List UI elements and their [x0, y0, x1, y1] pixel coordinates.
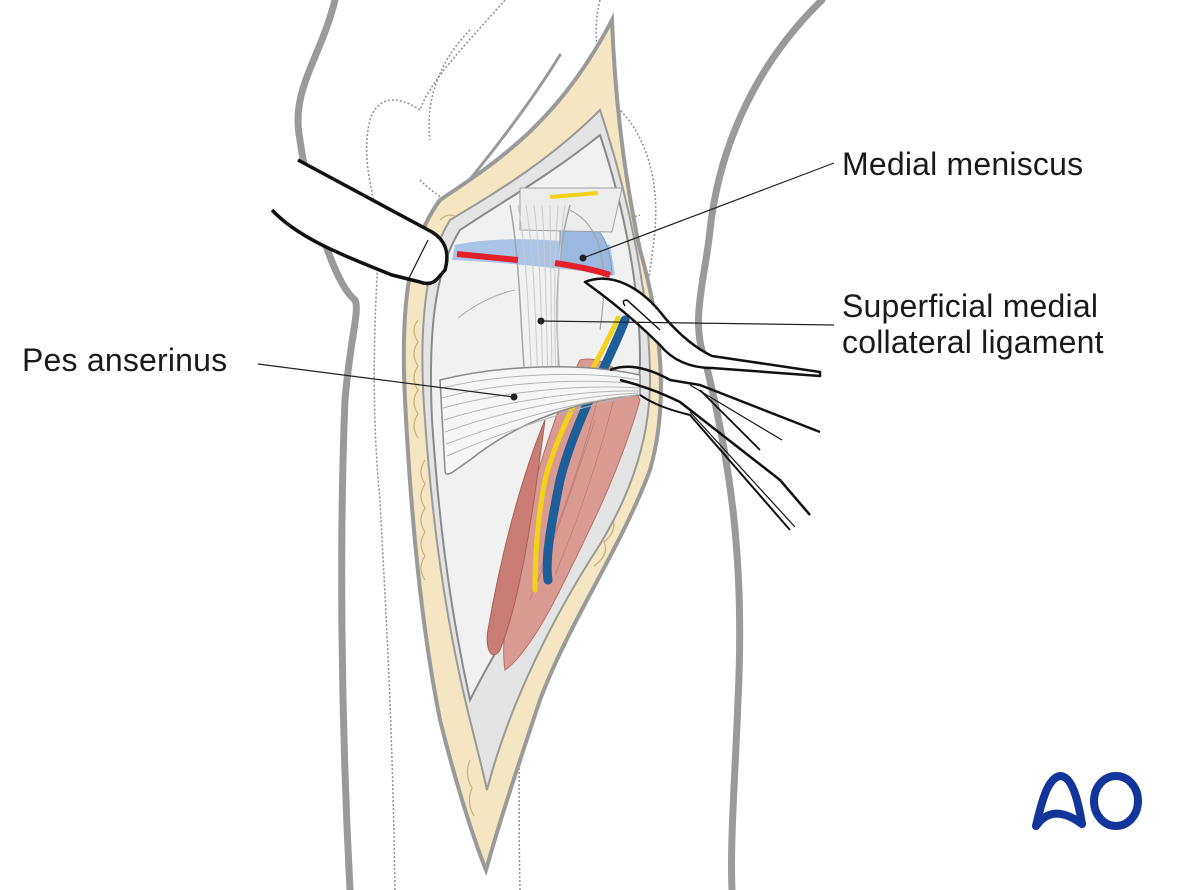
retractor-instrument — [270, 158, 449, 286]
label-smcl-line1: Superficial medial — [842, 288, 1099, 324]
leader-lines — [257, 162, 835, 401]
label-smcl-line2: collateral ligament — [842, 324, 1104, 360]
label-medial-meniscus: Medial meniscus — [842, 146, 1084, 182]
label-superficial-medial-collateral-ligament: Superficial medial collateral ligament — [842, 288, 1104, 360]
superficial-mcl — [457, 204, 605, 381]
incision-line-red — [456, 251, 611, 278]
ao-logo: AO — [1032, 772, 1142, 830]
label-pes-anserinus: Pes anserinus — [22, 342, 228, 378]
forceps-instrument — [609, 365, 821, 531]
muscle-nerve-vessel — [486, 315, 641, 671]
scalpel-instrument — [583, 277, 822, 378]
